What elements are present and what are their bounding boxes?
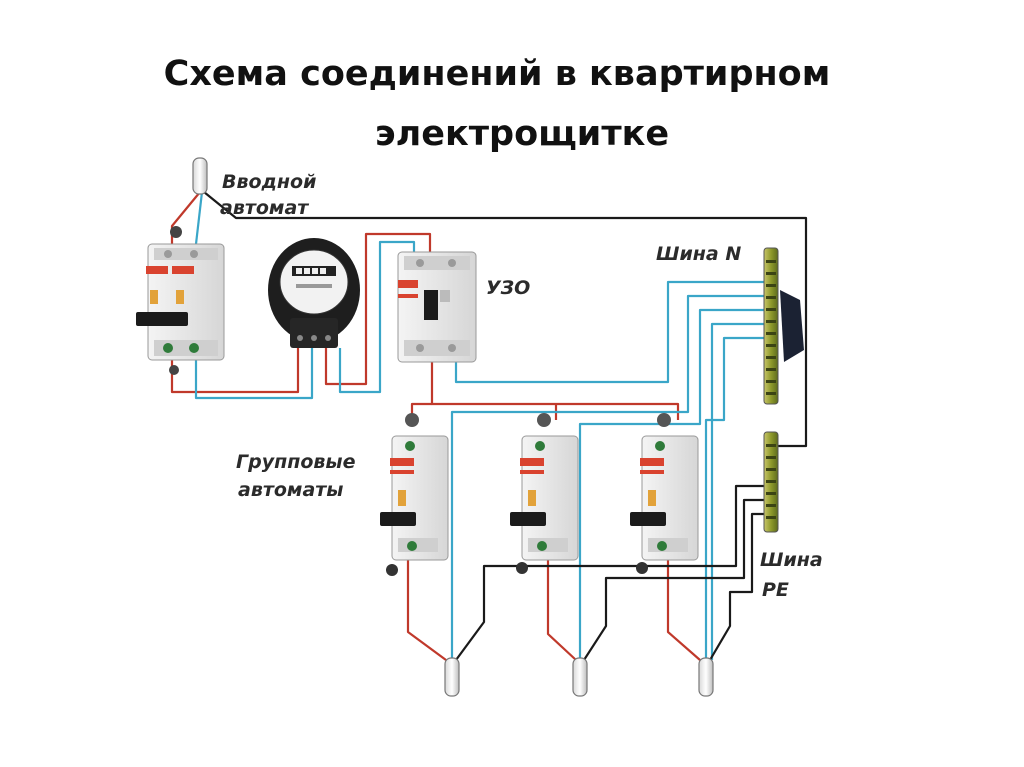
ground-bus-bar-icon <box>763 431 779 533</box>
cable-end-icon-2 <box>572 657 588 697</box>
ground-down-1 <box>455 484 768 661</box>
incoming-cable-icon <box>192 157 208 195</box>
incoming-ground-wire <box>203 191 808 448</box>
page-title-line-2: электрощитке <box>374 114 670 154</box>
breaker-to-meter-phase <box>170 348 300 394</box>
ground-down-2 <box>583 498 768 661</box>
wires <box>170 191 808 661</box>
rcd-device-icon <box>397 251 477 363</box>
rcd-label: УЗО <box>486 277 531 299</box>
phase-to-breaker-1 <box>410 402 432 414</box>
breaker-to-meter-neutral <box>194 348 314 400</box>
ground-down-3 <box>709 512 768 661</box>
n-bus-label: Шина N <box>656 243 742 265</box>
phase-down-3 <box>666 560 701 661</box>
group-breakers-label-line-1: Групповые <box>236 451 356 473</box>
cable-end-icon-1 <box>444 657 460 697</box>
electric-meter-icon <box>268 238 360 348</box>
main-breaker-label-line-2: автомат <box>220 197 309 219</box>
page-title-line-1: Схема соединений в квартирном <box>163 54 831 94</box>
neutral-down-3b <box>704 336 768 660</box>
cable-end-icon-3 <box>698 657 714 697</box>
rcd-to-nbus-neutral <box>454 280 768 384</box>
neutral-down-1 <box>450 294 768 660</box>
pe-bus-label-line-2: PE <box>762 579 789 601</box>
phase-down-1 <box>406 560 447 661</box>
double-pole-breaker-icon <box>136 226 225 375</box>
meter-to-rcd-phase <box>324 232 432 386</box>
single-pole-breaker-icon-1 <box>380 413 449 576</box>
title-block: Схема соединений в квартирном электрощит… <box>0 44 1024 164</box>
pe-bus-label-line-1: Шина <box>760 549 823 571</box>
incoming-phase-wire <box>170 191 201 244</box>
neutral-down-2 <box>578 308 768 660</box>
main-breaker-label-line-1: Вводной <box>222 171 317 193</box>
phase-down-2 <box>546 560 577 661</box>
single-pole-breaker-icon-3 <box>630 413 699 574</box>
neutral-bus-bar-icon <box>763 247 804 405</box>
meter-to-rcd-neutral <box>338 240 416 394</box>
neutral-down-3 <box>710 322 768 660</box>
single-pole-breaker-icon-2 <box>510 413 579 574</box>
incoming-neutral-wire <box>194 191 204 245</box>
group-breakers-label-line-2: автоматы <box>238 479 344 501</box>
